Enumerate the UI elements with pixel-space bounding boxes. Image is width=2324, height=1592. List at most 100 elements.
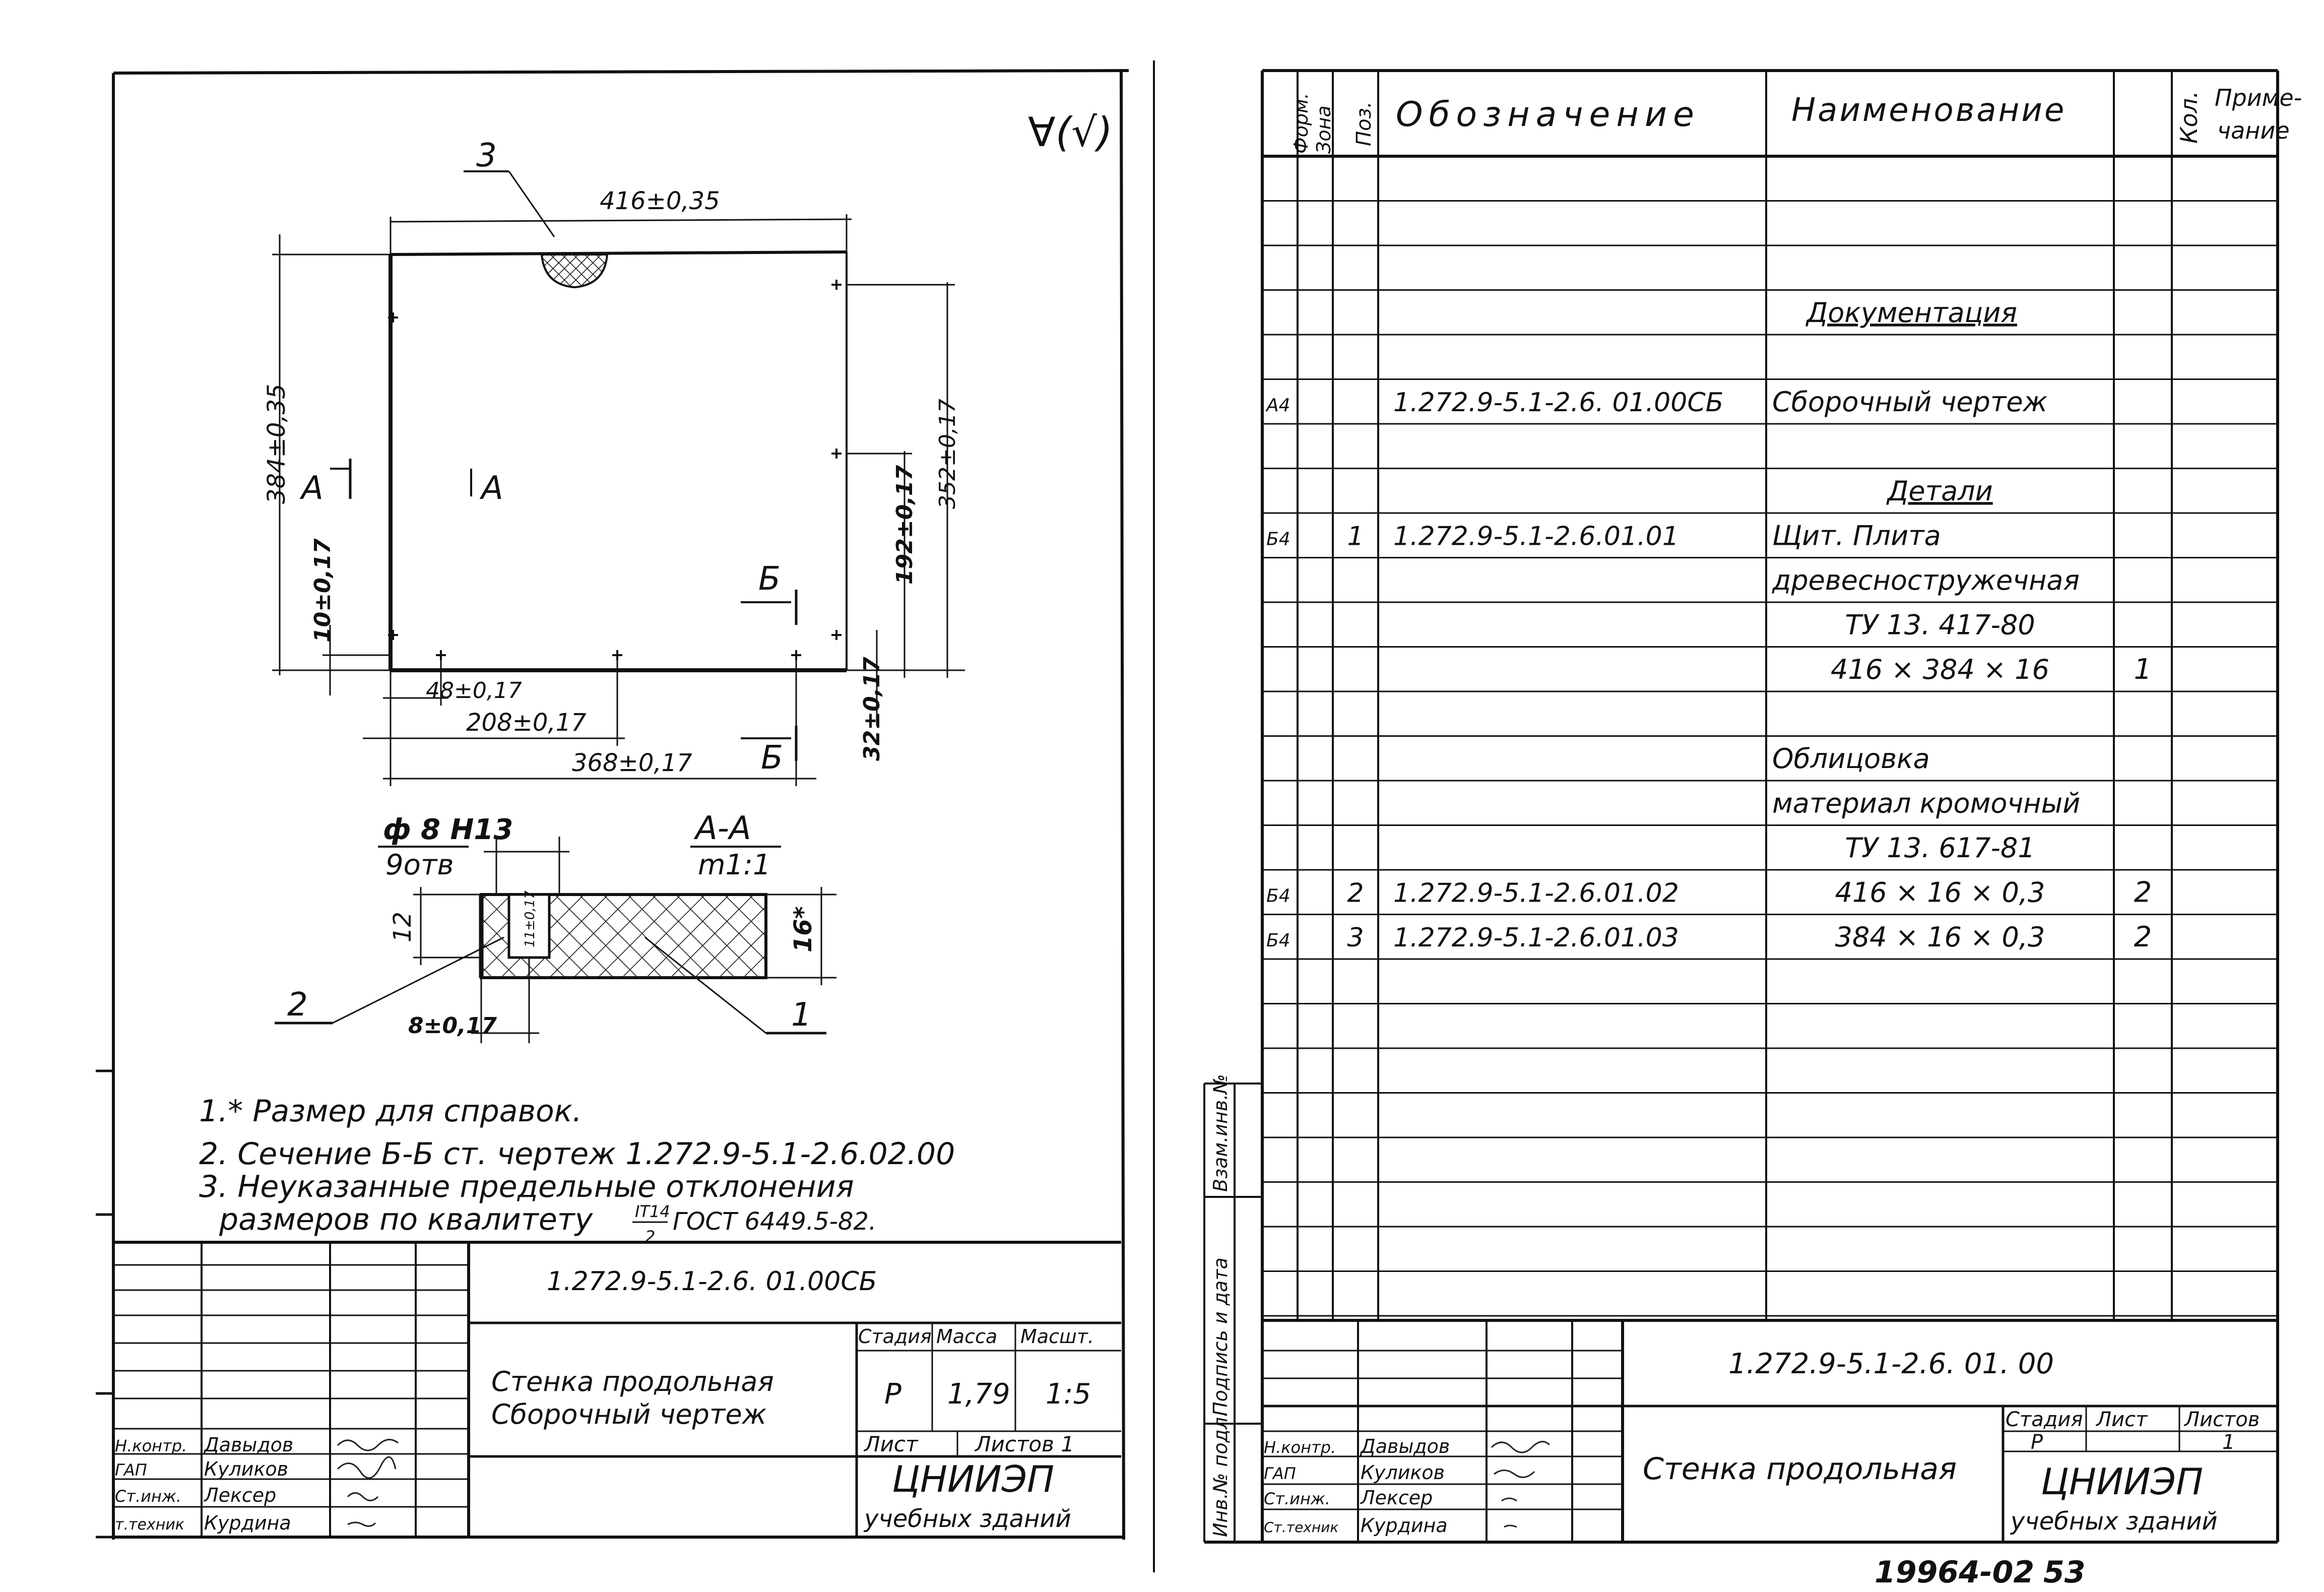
row-qty: 1 (2134, 653, 2152, 686)
row-name: Документация (1805, 297, 2017, 329)
plan-view: 3 416±0,35 384±0,35 10±0,17 А А Б (263, 137, 965, 786)
table-row: Детали (1886, 475, 1993, 507)
row-format: А4 (1265, 395, 1290, 416)
left-signatures (337, 1439, 399, 1527)
right-tb-designation: 1.272.9-5.1-2.6. 01. 00 (1728, 1348, 2054, 1380)
dim-right-352: 352±0,17 (935, 399, 960, 509)
left-tb-name-2: Сборочный чертеж (491, 1398, 767, 1430)
note-fraction-num: IT14 (635, 1202, 670, 1221)
note-5: ГОСТ 6449.5-82. (673, 1207, 876, 1236)
left-signer-name-1: Давыдов (203, 1434, 293, 1456)
header-pos: Поз. (1352, 101, 1376, 146)
right-tb-stage-label: Стадия (2006, 1408, 2083, 1431)
table-row: ТУ 13. 617-81 (1845, 832, 2035, 864)
note-3: 3. Неуказанные предельные отклонения (199, 1169, 854, 1204)
dim-top: 416±0,35 (600, 187, 720, 215)
row-designation: 1.272.9-5.1-2.6. 01.00СБ (1393, 388, 1723, 418)
callout-2: 2 (287, 986, 308, 1024)
notes: 1.* Размер для справок. 2. Сечение Б-Б с… (199, 1094, 955, 1246)
dim-bottom-368: 368±0,17 (572, 749, 692, 777)
left-signer-name-2: Куликов (204, 1458, 288, 1480)
header-note-2: чание (2217, 117, 2290, 144)
footer-page: 53 (2043, 1555, 2086, 1590)
left-tb-scale: 1:5 (1046, 1378, 1091, 1411)
header-zone: Зона (1313, 105, 1335, 154)
sec-dim-hole: 11±0,17 (523, 890, 538, 947)
dim-left-small: 10±0,17 (310, 538, 336, 643)
left-signer-role-1: Н.контр. (115, 1436, 187, 1455)
row-name: 384 × 16 × 0,3 (1835, 921, 2045, 953)
hole-count: 9отв (385, 849, 454, 881)
sec-dim-8: 8±0,17 (408, 1013, 497, 1039)
left-sheet: ∀(√) 3 (96, 60, 1155, 1572)
row-pos: 1 (1347, 522, 1364, 552)
row-qty: 2 (2134, 876, 2152, 909)
section-b-bottom: Б (761, 739, 783, 777)
header-note-1: Приме- (2215, 84, 2302, 111)
right-signer-name-3: Лексер (1360, 1487, 1433, 1509)
section-scale: m1:1 (698, 849, 771, 881)
row-pos: 3 (1347, 923, 1364, 953)
left-tb-org: ЦНИИЭП (892, 1458, 1054, 1500)
note-2: 2. Сечение Б-Б ст. чертеж 1.272.9-5.1-2.… (199, 1136, 955, 1172)
right-signer-name-2: Куликов (1361, 1461, 1445, 1484)
left-tb-mass-label: Масса (936, 1325, 997, 1348)
spec-table-header: Форм. Зона Поз. Обозначение Наименование… (1290, 84, 2302, 154)
right-tb-org: ЦНИИЭП (2041, 1460, 2203, 1503)
section-title: А-А (693, 810, 751, 847)
table-row: Облицовка (1772, 743, 1930, 775)
row-name: ТУ 13. 417-80 (1845, 609, 2035, 641)
table-row: древесностружечная (1772, 564, 2080, 596)
left-tb-designation: 1.272.9-5.1-2.6. 01.00СБ (547, 1266, 877, 1297)
header-designation: Обозначение (1396, 95, 1700, 135)
row-format: Б4 (1266, 930, 1290, 951)
header-name: Наименование (1791, 92, 2066, 129)
right-signer-role-4: Ст.техник (1264, 1519, 1338, 1536)
right-tb-sheets-label: Листов (2183, 1408, 2260, 1431)
right-title-block: 1.272.9-5.1-2.6. 01. 00 Стенка продольна… (1262, 1319, 2278, 1542)
hole-spec: ф 8 Н13 (383, 813, 513, 846)
section-a-right: А (479, 470, 503, 507)
left-signer-role-2: ГАП (115, 1460, 147, 1480)
left-signer-name-4: Курдина (204, 1512, 291, 1534)
right-tb-stage: Р (2031, 1431, 2043, 1454)
sec-dim-16: 16* (789, 906, 817, 952)
row-name: 416 × 384 × 16 (1831, 654, 2049, 685)
right-sheet: Инв.№ подл. Подпись и дата Взам.инв.№ Фо… (1203, 69, 2302, 1590)
left-tb-sheets-label: Листов 1 (974, 1432, 1074, 1456)
left-tb-scale-label: Масшт. (1020, 1325, 1094, 1348)
right-signer-role-1: Н.контр. (1264, 1438, 1336, 1457)
side-stamp: Инв.№ подл. Подпись и дата Взам.инв.№ (1203, 1074, 1262, 1542)
header-qty: Кол. (2175, 91, 2203, 144)
table-row: Документация (1805, 297, 2017, 329)
dim-bottom-48: 48±0,17 (426, 678, 522, 704)
right-signer-name-1: Давыдов (1360, 1435, 1450, 1457)
row-name: Облицовка (1772, 743, 1930, 775)
right-signer-role-2: ГАП (1264, 1464, 1296, 1483)
dim-bottom-208: 208±0,17 (466, 709, 587, 737)
table-row: А4 1.272.9-5.1-2.6. 01.00СБ Сборочный черт… (1265, 386, 2048, 418)
dim-right-32: 32±0,17 (859, 657, 885, 761)
section-a-left: А (299, 470, 324, 507)
left-tb-sheet-label: Лист (863, 1432, 919, 1456)
left-tb-stage-label: Стадия (858, 1325, 932, 1348)
note-4: размеров по квалитету (219, 1202, 594, 1237)
left-title-block: 1.272.9-5.1-2.6. 01.00СБ Стенка продольн… (113, 1241, 1121, 1537)
row-name: Щит. Плита (1772, 520, 1941, 552)
dim-right-192: 192±0,17 (892, 465, 918, 585)
row-name: древесностружечная (1772, 564, 2080, 596)
row-format: Б4 (1266, 886, 1290, 907)
callout-1: 1 (791, 996, 812, 1034)
row-name: Сборочный чертеж (1772, 386, 2048, 418)
row-pos: 2 (1347, 878, 1364, 909)
row-designation: 1.272.9-5.1-2.6.01.02 (1393, 878, 1679, 909)
section-a-a: ф 8 Н13 9отв А-А m1:1 11±0,17 12 16* 8± (275, 810, 836, 1043)
right-signatures (1491, 1441, 1551, 1528)
table-row: материал кромочный (1772, 788, 2080, 819)
side-label-inv: Инв.№ подл. (1209, 1411, 1232, 1537)
right-tb-org-sub: учебных зданий (2010, 1507, 2218, 1536)
